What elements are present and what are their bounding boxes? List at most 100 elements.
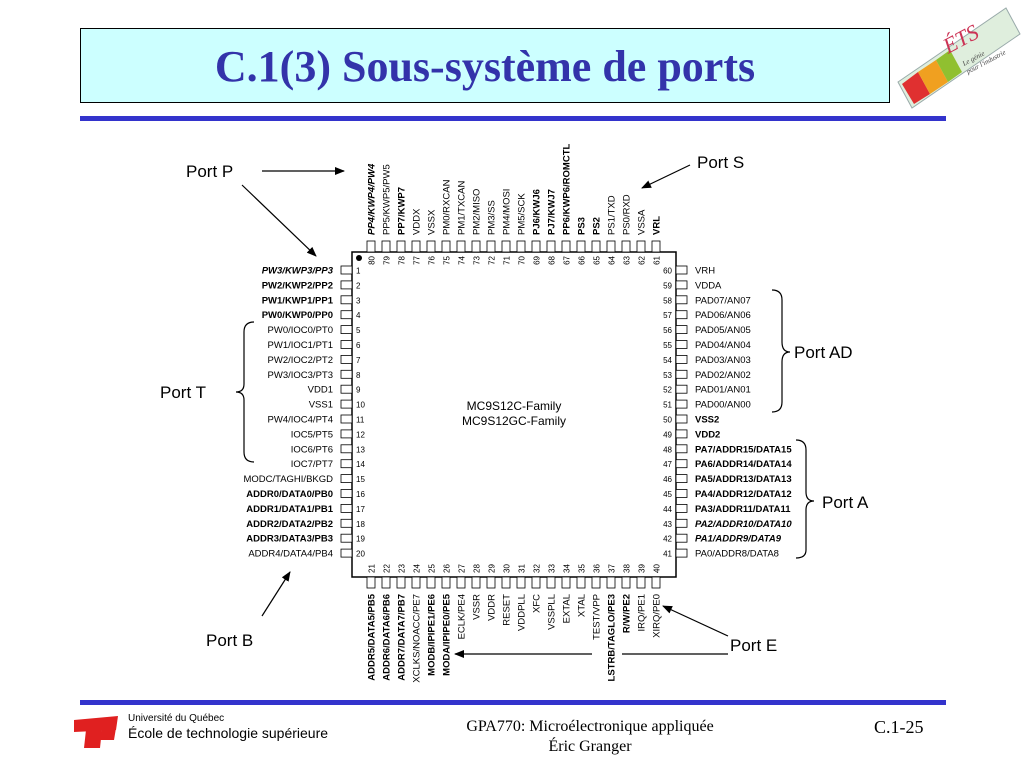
pin-65-pad	[591, 240, 601, 253]
pin-14-label: IOC7/PT7	[291, 459, 333, 470]
pin-72-number: 72	[488, 255, 497, 264]
pin-64-label: PS1/TXD	[607, 195, 618, 235]
pin-64-pad	[606, 240, 616, 253]
pin-37-number: 37	[608, 564, 617, 573]
footer-author: Éric Granger	[548, 738, 632, 755]
pin-13-number: 13	[356, 445, 365, 454]
pin-26-pad	[441, 576, 451, 589]
pin-51-label: PAD00/AN00	[695, 400, 751, 411]
port-ad-brace	[771, 289, 791, 413]
pin-70-pad	[516, 240, 526, 253]
pin-62-label: VSSA	[637, 209, 648, 235]
pin-47-label: PA6/ADDR14/DATA14	[695, 459, 792, 470]
pin-7-number: 7	[356, 356, 361, 365]
pin-61-number: 61	[653, 255, 662, 264]
pin-40-label: XIRQ/PE0	[652, 594, 663, 638]
port-t-label: Port T	[160, 383, 206, 402]
pin-58-pad	[675, 295, 688, 305]
pin-12-label: IOC5/PT5	[291, 429, 333, 440]
pin-38-pad	[621, 576, 631, 589]
pin-36-label: TEST/VPP	[592, 594, 603, 640]
pin-20-label: ADDR4/DATA4/PB4	[248, 549, 333, 560]
pin-24-label: XCLKS/NOACC/PE7	[412, 594, 423, 683]
pin-63-label: PS0/RXD	[622, 194, 633, 235]
pin-69-label: PJ6/KWJ6	[532, 189, 543, 235]
pin-21-label: ADDR5/DATA5/PB5	[367, 593, 378, 680]
port-p-label: Port P	[186, 162, 233, 181]
pin-44-pad	[675, 503, 688, 513]
pin-1-number: 1	[356, 267, 361, 276]
pin-15-number: 15	[356, 475, 365, 484]
pin-15-pad	[340, 474, 353, 484]
pin-22-label: ADDR6/DATA6/PB6	[382, 594, 393, 681]
pin-21-number: 21	[368, 564, 377, 573]
pin-35-label: XTAL	[577, 594, 588, 617]
pin-80-number: 80	[368, 255, 377, 264]
port-a-label: Port A	[822, 493, 869, 512]
slide-title: C.1(3) Sous-système de ports	[214, 42, 756, 91]
pin-40-pad	[651, 576, 661, 589]
pin-28-number: 28	[473, 564, 482, 573]
pin-63-number: 63	[623, 255, 632, 264]
pin-48-label: PA7/ADDR15/DATA15	[695, 444, 792, 455]
pin-36-number: 36	[593, 564, 602, 573]
pin-77-pad	[411, 240, 421, 253]
pin-78-pad	[396, 240, 406, 253]
port-s-arrow	[641, 164, 691, 189]
pin-59-pad	[675, 280, 688, 290]
pin-39-number: 39	[638, 564, 647, 573]
pin-41-pad	[675, 548, 688, 558]
pin-61-label: VRL	[652, 216, 663, 235]
pin-30-pad	[501, 576, 511, 589]
pin-73-label: PM2/MISO	[472, 189, 483, 235]
pin-73-pad	[471, 240, 481, 253]
pin-9-number: 9	[356, 386, 361, 395]
pin-58-number: 58	[663, 296, 672, 305]
pin-4-number: 4	[356, 311, 361, 320]
pin-77-number: 77	[413, 255, 422, 264]
pin-61-pad	[651, 240, 661, 253]
pin-17-number: 17	[356, 505, 365, 514]
pin-44-label: PA3/ADDR11/DATA11	[695, 504, 791, 515]
pin-57-number: 57	[663, 311, 672, 320]
pin-56-number: 56	[663, 326, 672, 335]
pin-62-number: 62	[638, 255, 647, 264]
pin-36-pad	[591, 576, 601, 589]
pin-25-label: MODB/IPIPE1/PE6	[427, 594, 438, 676]
pin-8-number: 8	[356, 371, 361, 380]
pin-23-pad	[396, 576, 406, 589]
pin-55-number: 55	[663, 341, 672, 350]
pin-24-pad	[411, 576, 421, 589]
pin-6-pad	[340, 340, 353, 349]
pin-79-pad	[381, 240, 391, 253]
pin-11-label: PW4/IOC4/PT4	[268, 415, 333, 426]
pin-68-pad	[546, 240, 556, 253]
pin-79-label: PP5/KWP5/PW5	[382, 164, 393, 235]
pin-13-label: IOC6/PT6	[291, 444, 333, 455]
pin-53-number: 53	[663, 371, 672, 380]
pin-75-number: 75	[443, 255, 452, 264]
pin-45-label: PA4/ADDR12/DATA12	[695, 489, 792, 500]
pin-68-label: PJ7/KWJ7	[547, 189, 558, 235]
pin-5-label: PW0/IOC0/PT0	[268, 325, 333, 336]
pin-67-label: PP6/KWP6/ROMCTL	[562, 143, 573, 235]
pin-74-label: PM1/TXCAN	[457, 180, 468, 235]
port-s-label: Port S	[697, 153, 744, 172]
pin-29-label: VDDR	[487, 594, 498, 621]
pin-46-label: PA5/ADDR13/DATA13	[695, 474, 792, 485]
pin-22-number: 22	[383, 564, 392, 573]
pin-54-pad	[675, 354, 688, 364]
pin-74-number: 74	[458, 255, 467, 264]
pin-46-number: 46	[663, 475, 672, 484]
footer-rule	[80, 700, 946, 705]
pin-14-number: 14	[356, 460, 365, 469]
pin-3-pad	[340, 295, 353, 305]
pin-65-number: 65	[593, 255, 602, 264]
pin-47-number: 47	[663, 460, 672, 469]
pin-75-pad	[441, 240, 451, 253]
pin-2-number: 2	[356, 281, 361, 290]
pin-7-pad	[340, 354, 353, 364]
port-b-label: Port B	[206, 631, 253, 650]
pin-62-pad	[636, 240, 646, 253]
pin-78-label: PP7/KWP7	[397, 187, 408, 235]
